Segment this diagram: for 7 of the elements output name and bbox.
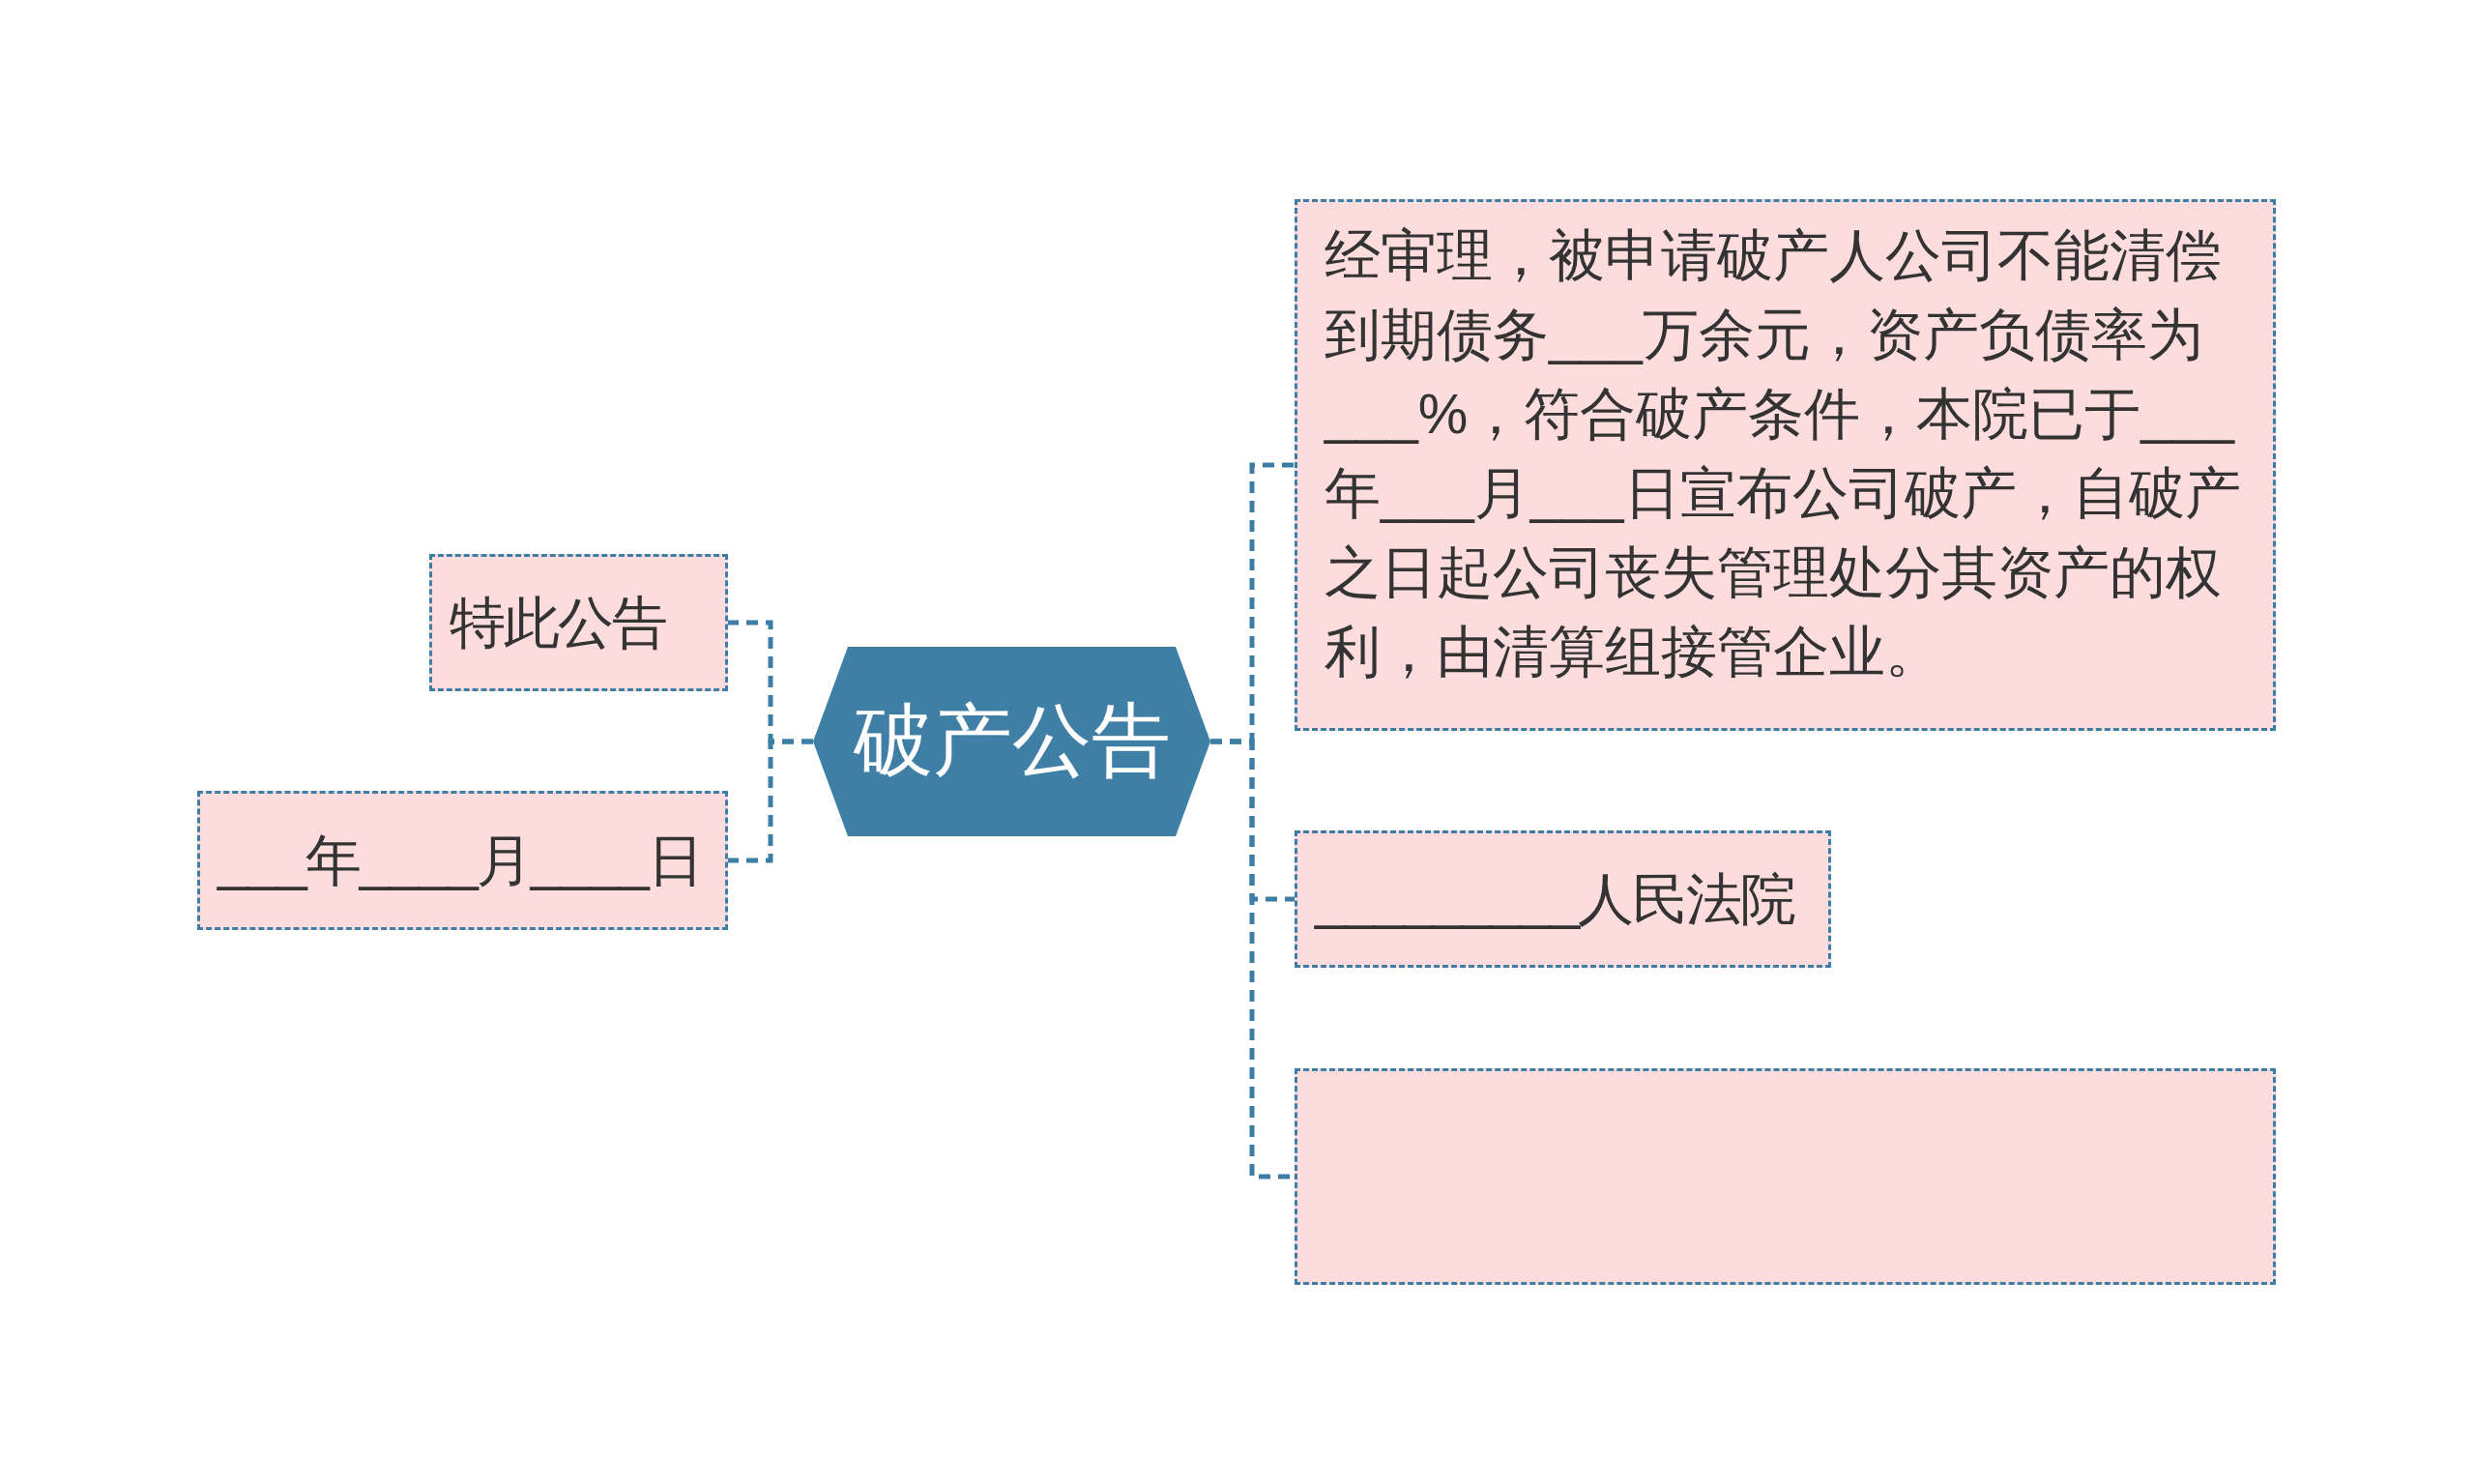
note-box xyxy=(1295,1068,2276,1285)
text-box: 经审理，被申请破产人公司不能清偿到期债务___万余元，资产负债率为___%，符合破产条件，本院已于___年___月___日宣布公司破产，自破产之日起公司丧失管理处分其资产的权利，由清算组接管企业。 xyxy=(1295,199,2276,731)
text-box: ___年____月____日 xyxy=(197,791,728,930)
connector xyxy=(728,739,813,863)
text-box: 特此公告 xyxy=(429,554,728,691)
topic-hexagon: 破产公告 xyxy=(813,647,1210,836)
text-box: _________人民法院 xyxy=(1295,830,1831,968)
